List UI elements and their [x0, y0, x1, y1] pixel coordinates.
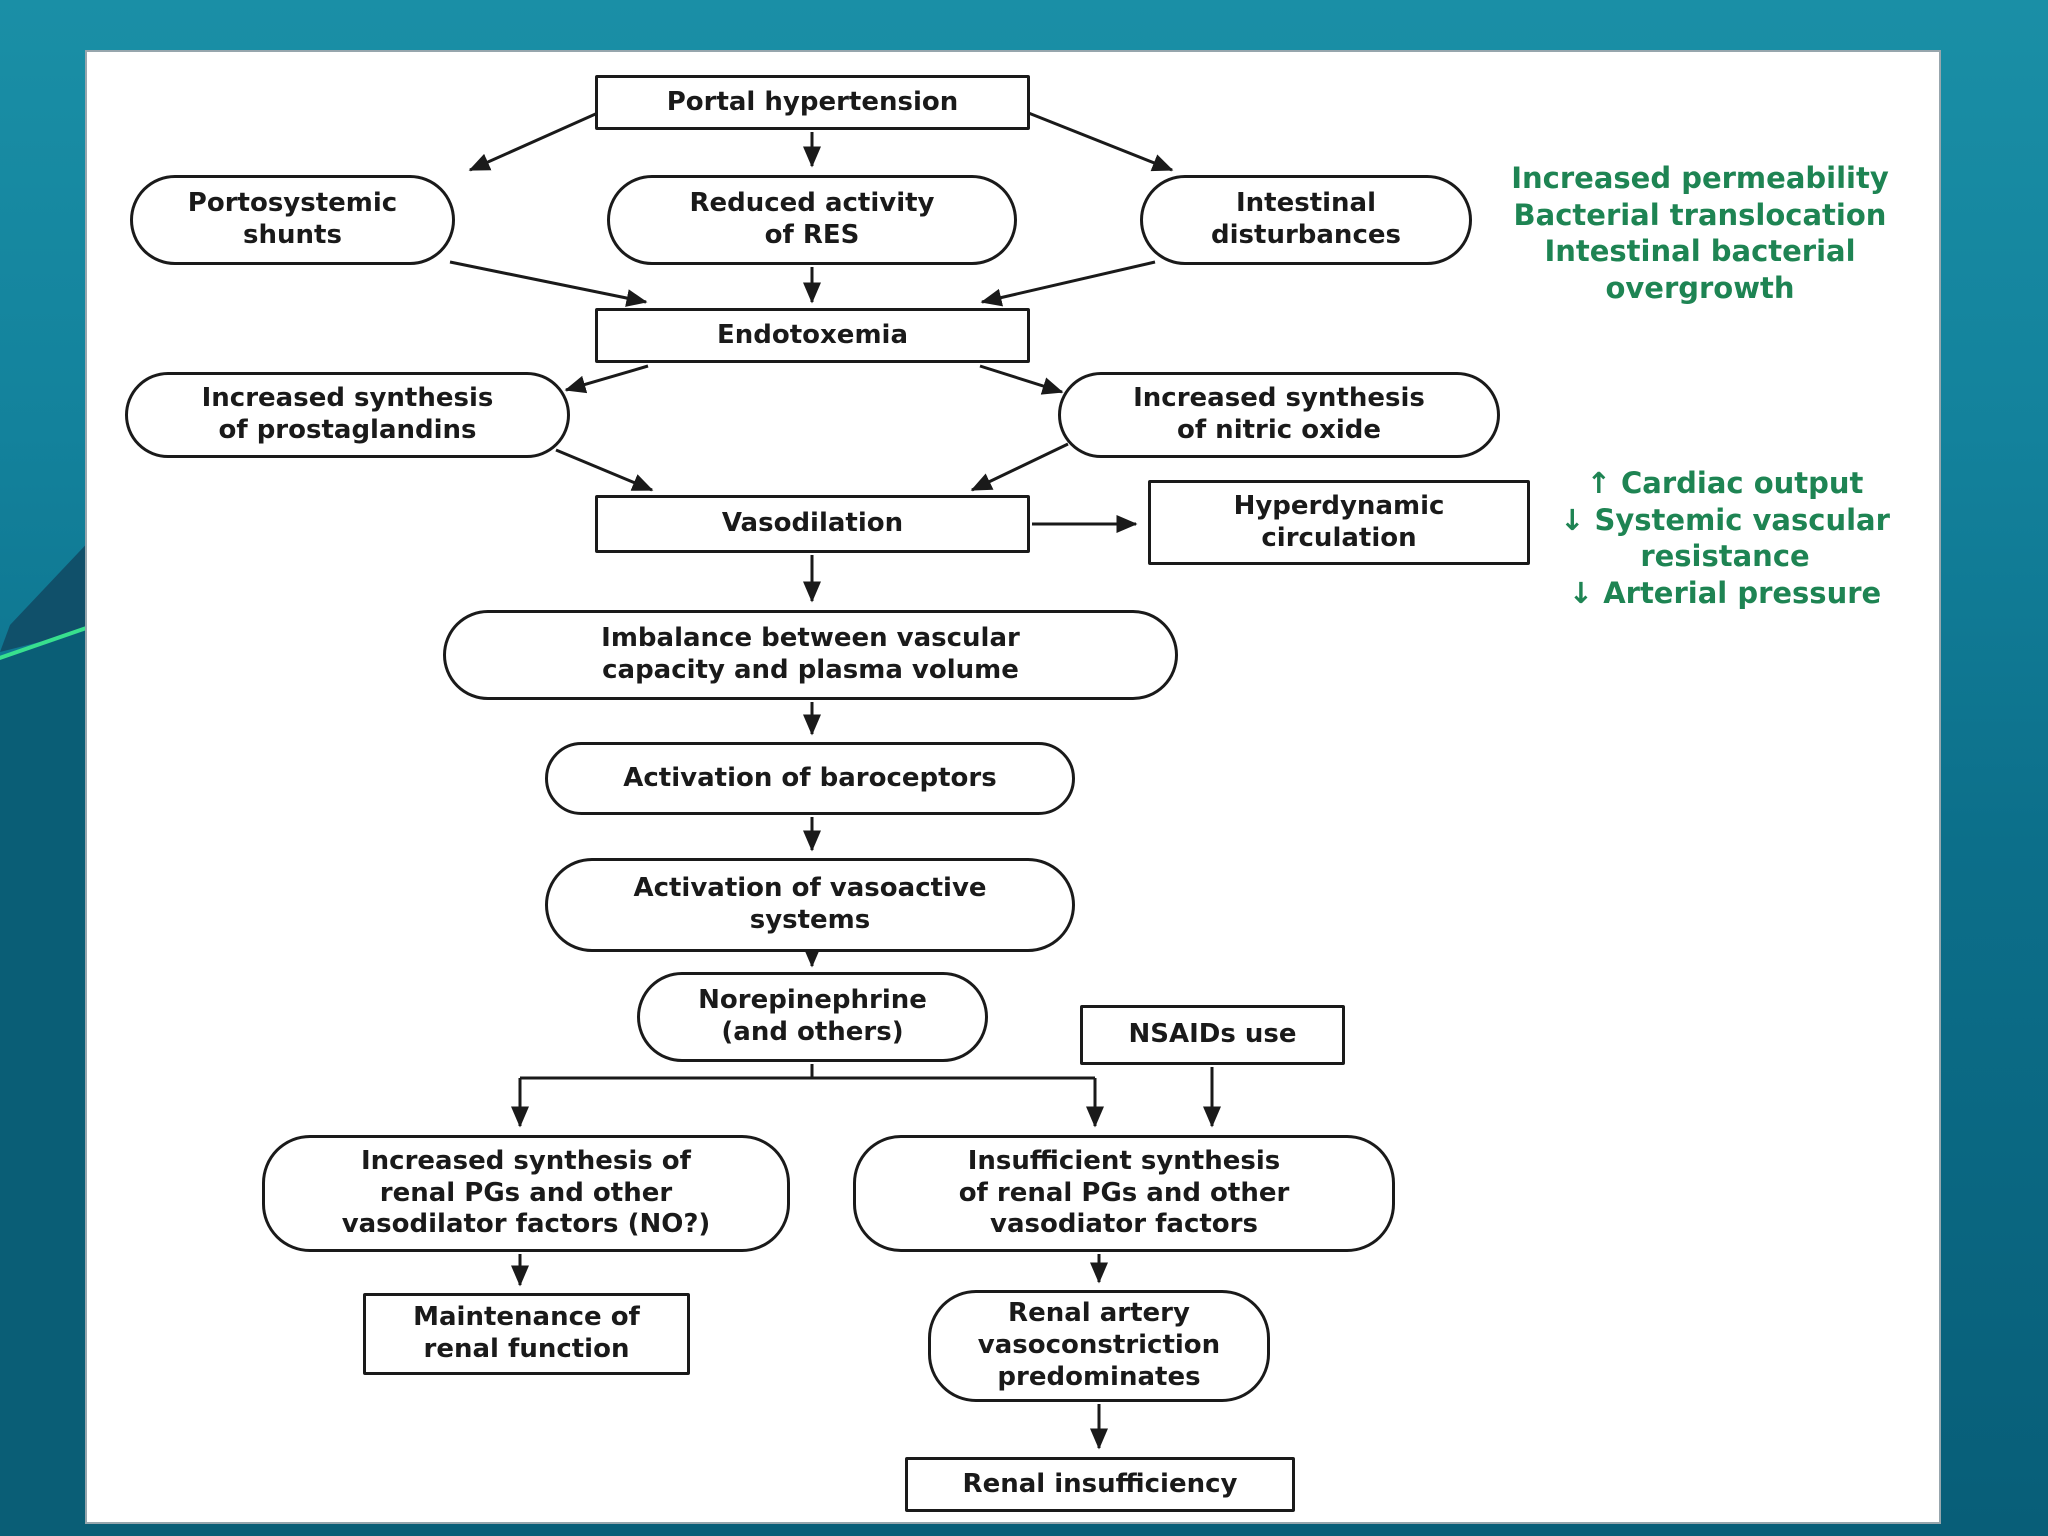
node-maintenance-renal-function: Maintenance of renal function [363, 1293, 690, 1375]
node-vasodilation: Vasodilation [595, 495, 1030, 553]
background-dark-wedge-accent [0, 535, 95, 652]
node-portal-hypertension: Portal hypertension [595, 75, 1030, 130]
node-label: Renal insufficiency [962, 1468, 1238, 1499]
node-endotoxemia: Endotoxemia [595, 308, 1030, 363]
node-label: Activation of baroceptors [623, 762, 997, 793]
node-activation-vasoactive-systems: Activation of vasoactive systems [545, 858, 1075, 952]
node-norepinephrine: Norepinephrine (and others) [637, 972, 988, 1062]
node-label: Endotoxemia [717, 319, 908, 350]
node-imbalance-vascular-capacity: Imbalance between vascular capacity and … [443, 610, 1178, 700]
node-label: Hyperdynamic circulation [1233, 490, 1445, 553]
node-hyperdynamic-circulation: Hyperdynamic circulation [1148, 480, 1530, 565]
node-label: Imbalance between vascular capacity and … [601, 623, 1020, 685]
node-renal-insufficiency: Renal insufficiency [905, 1457, 1295, 1512]
node-increased-synthesis-renal-pgs: Increased synthesis of renal PGs and oth… [262, 1135, 790, 1252]
node-label: Increased synthesis of nitric oxide [1133, 383, 1425, 445]
node-label: Increased synthesis of prostaglandins [201, 383, 494, 445]
node-label: Portosystemic shunts [187, 188, 398, 250]
node-portosystemic-shunts: Portosystemic shunts [130, 175, 455, 265]
node-label: Activation of vasoactive systems [633, 873, 987, 935]
node-reduced-activity-res: Reduced activity of RES [607, 175, 1017, 265]
node-label: NSAIDs use [1128, 1019, 1297, 1050]
annotation-bacterial-translocation: Increased permeability Bacterial translo… [1511, 161, 1889, 305]
node-label: Renal artery vasoconstriction predominat… [977, 1298, 1221, 1392]
annotation-hemodynamics: ↑ Cardiac output ↓ Systemic vascular res… [1560, 466, 1890, 610]
node-insufficient-synthesis-renal-pgs: Insufficient synthesis of renal PGs and … [853, 1135, 1395, 1252]
node-nsaids-use: NSAIDs use [1080, 1005, 1345, 1065]
node-label: Intestinal disturbances [1211, 188, 1401, 250]
node-activation-baroceptors: Activation of baroceptors [545, 742, 1075, 815]
node-label: Maintenance of renal function [413, 1302, 640, 1364]
node-increased-synthesis-nitric-oxide: Increased synthesis of nitric oxide [1058, 372, 1500, 458]
node-label: Increased synthesis of renal PGs and oth… [341, 1145, 711, 1240]
node-label: Norepinephrine (and others) [698, 985, 927, 1047]
node-intestinal-disturbances: Intestinal disturbances [1140, 175, 1472, 265]
node-label: Reduced activity of RES [689, 188, 935, 250]
node-renal-artery-vasoconstriction: Renal artery vasoconstriction predominat… [928, 1290, 1270, 1402]
node-label: Insufficient synthesis of renal PGs and … [958, 1145, 1290, 1240]
node-label: Portal hypertension [666, 86, 959, 117]
node-increased-synthesis-prostaglandins: Increased synthesis of prostaglandins [125, 372, 570, 458]
node-label: Vasodilation [721, 508, 904, 539]
